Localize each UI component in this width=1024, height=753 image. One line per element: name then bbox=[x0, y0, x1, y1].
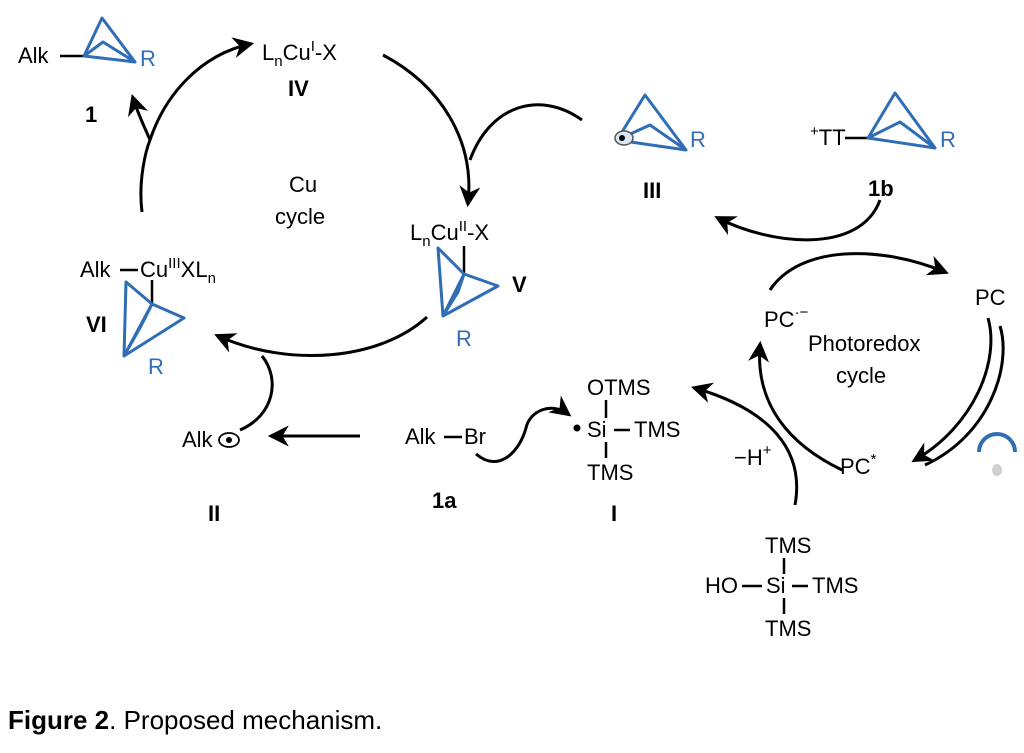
svg-text:Si: Si bbox=[766, 573, 786, 598]
svg-text:OTMS: OTMS bbox=[587, 375, 651, 400]
compound-id-1b: 1b bbox=[868, 176, 894, 201]
r-group: R bbox=[690, 127, 706, 152]
svg-text:Alk: Alk bbox=[182, 427, 214, 452]
compound-id-1a: 1a bbox=[432, 488, 457, 513]
figure-caption: Figure 2. Proposed mechanism. bbox=[8, 705, 382, 736]
svg-text:Br: Br bbox=[464, 424, 486, 449]
compound-id-II: II bbox=[208, 501, 220, 526]
photoredox-cycle-label: Photoredox bbox=[808, 331, 921, 356]
svg-text:TMS: TMS bbox=[587, 460, 633, 485]
xat-arrows bbox=[267, 382, 799, 506]
product-1: Alk R 1 bbox=[18, 16, 156, 127]
arrow-alkyl-radical-capture bbox=[239, 355, 274, 432]
compound-id-I: I bbox=[611, 501, 617, 526]
pc-ground: PC bbox=[975, 285, 1006, 310]
arrow-pcstar-to-pcm bbox=[748, 340, 843, 472]
compound-id-IV: IV bbox=[288, 76, 309, 101]
arrow-to-product-1 bbox=[127, 93, 152, 141]
alk-label: Alk bbox=[18, 43, 50, 68]
compound-id-1: 1 bbox=[85, 102, 97, 127]
arrow-vi-to-iv bbox=[139, 37, 255, 213]
svg-text:CuIIIXLn: CuIIIXLn bbox=[140, 255, 216, 287]
arrow-v-to-vi bbox=[214, 315, 429, 357]
r-group: R bbox=[140, 46, 156, 71]
svg-text:TMS: TMS bbox=[765, 533, 811, 558]
cu-cycle-label: cycle bbox=[275, 204, 325, 229]
light-bulb-icon bbox=[977, 432, 1017, 476]
cu-cycle-label: Cu bbox=[289, 172, 317, 197]
r-group: R bbox=[148, 354, 164, 379]
svg-text:TMS: TMS bbox=[812, 573, 858, 598]
svg-text:HO: HO bbox=[705, 573, 738, 598]
silyl-radical-I: OTMS Si TMS TMS I bbox=[573, 375, 680, 526]
svg-text:TMS: TMS bbox=[765, 616, 811, 641]
pc-reduced: PC·− bbox=[764, 304, 809, 332]
svg-text:Alk: Alk bbox=[80, 257, 112, 282]
compound-id-V: V bbox=[512, 272, 527, 297]
deprotonation-label: −H+ bbox=[734, 442, 772, 470]
svg-text:LnCuI-X: LnCuI-X bbox=[262, 38, 337, 70]
radical-III: R III bbox=[614, 93, 706, 203]
arrow-iv-to-v bbox=[382, 53, 481, 208]
svg-text:Alk: Alk bbox=[405, 424, 437, 449]
excitation-arrow bbox=[924, 325, 1005, 467]
supersilanol: TMS HO Si TMS TMS bbox=[705, 533, 858, 641]
arrow-radical-capture bbox=[468, 103, 583, 161]
compound-id-III: III bbox=[643, 178, 661, 203]
r-group: R bbox=[940, 127, 956, 152]
bicyclopentane-core bbox=[82, 16, 137, 64]
cu-ii-complex: LnCuII-X R V bbox=[410, 218, 527, 351]
caption-label: Figure 2 bbox=[8, 705, 110, 735]
arrow-1b-to-iii bbox=[714, 199, 882, 242]
cu-iii-complex: Alk CuIIIXLn R VI bbox=[80, 255, 216, 379]
arrow-halogen-abstraction bbox=[475, 395, 572, 463]
alkyl-radical-II: Alk II bbox=[182, 427, 240, 526]
photoredox-cycle-label: cycle bbox=[836, 363, 886, 388]
alkyl-bromide-1a: Alk Br 1a bbox=[405, 424, 486, 513]
photoredox-arrows bbox=[714, 199, 1005, 472]
cu-i-complex: LnCuI-X IV bbox=[262, 38, 337, 101]
cu-cycle-arrows bbox=[127, 37, 583, 432]
svg-text:+TT: +TT bbox=[810, 123, 846, 150]
svg-text:LnCuII-X: LnCuII-X bbox=[410, 218, 489, 250]
mechanism-scheme: Alk R 1 LnCuI-X IV R III +TT R bbox=[18, 16, 1017, 641]
arrow-pcm-to-pc bbox=[768, 252, 949, 291]
caption-text: . Proposed mechanism. bbox=[109, 705, 383, 735]
arrow-silanol-to-i bbox=[690, 382, 799, 506]
thianthrenium-salt-1b: +TT R 1b bbox=[810, 91, 956, 201]
r-group: R bbox=[456, 326, 472, 351]
arrow-pc-to-pcstar bbox=[911, 317, 993, 463]
pc-excited: PC* bbox=[840, 451, 877, 479]
svg-text:Si: Si bbox=[587, 417, 607, 442]
svg-text:TMS: TMS bbox=[634, 417, 680, 442]
compound-id-VI: VI bbox=[86, 312, 107, 337]
